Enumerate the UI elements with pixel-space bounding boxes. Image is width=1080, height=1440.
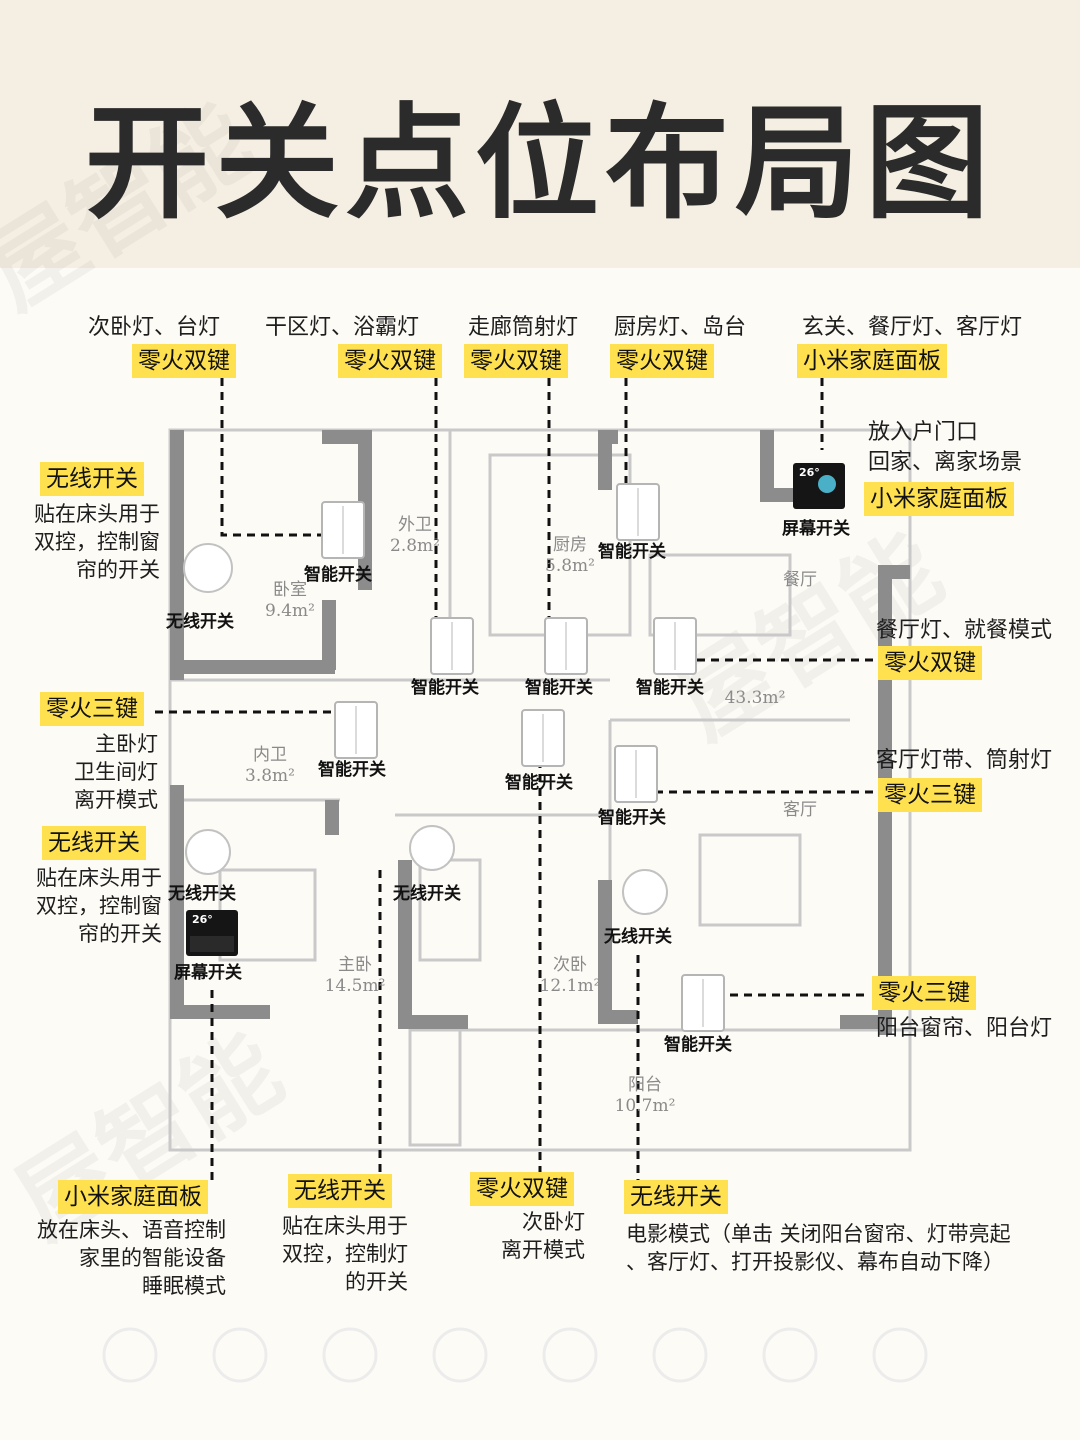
room-label: 内卫 3.8m²	[245, 745, 295, 786]
connector-lines	[155, 378, 878, 1180]
room-label: 阳台 10.7m²	[614, 1075, 676, 1116]
smart-switch-label: 智能开关	[636, 678, 704, 698]
label-tag: 零火双键	[878, 646, 982, 680]
entrance-note: 放入户门口 回家、离家场景	[868, 420, 1023, 475]
room-label: 客厅	[783, 800, 817, 820]
label-text: 走廊筒射灯	[468, 315, 579, 340]
screen-switch-label: 屏幕开关	[174, 963, 242, 983]
label-tag: 无线开关	[288, 1174, 392, 1208]
label-note: 主卧灯 卫生间灯 离开模式	[74, 732, 158, 812]
room-label: 次卧 12.1m²	[539, 955, 601, 996]
room-label: 厨房 5.8m²	[545, 535, 595, 576]
label-tag: 零火三键	[40, 692, 144, 726]
label-tag: 零火双键	[610, 344, 714, 378]
label-tag: 零火双键	[464, 344, 568, 378]
smart-switch-label: 智能开关	[505, 773, 573, 793]
label-text: 玄关、餐厅灯、客厅灯	[802, 315, 1023, 340]
smart-switch-label: 智能开关	[304, 565, 372, 585]
smart-switch-label: 智能开关	[411, 678, 479, 698]
label-note: 贴在床头用于 双控，控制窗 帘的开关	[36, 866, 162, 946]
room-label: 外卫 2.8m²	[390, 515, 440, 556]
label-tag: 零火双键	[470, 1172, 574, 1206]
screen-switch-label: 屏幕开关	[782, 519, 850, 539]
decorative-icon-row	[102, 1327, 928, 1383]
label-tag: 小米家庭面板	[797, 344, 947, 378]
label-tag: 零火双键	[338, 344, 442, 378]
label-note: 次卧灯 离开模式	[501, 1210, 585, 1262]
label-note: 贴在床头用于 双控，控制窗 帘的开关	[34, 502, 160, 582]
smart-switch-label: 智能开关	[664, 1035, 732, 1055]
switch-splits	[342, 488, 704, 1027]
label-tag: 零火三键	[872, 976, 976, 1010]
wireless-switch-label: 无线开关	[393, 884, 461, 904]
smart-switch-label: 智能开关	[525, 678, 593, 698]
entrance-tag: 小米家庭面板	[864, 482, 1014, 516]
header-band	[0, 0, 1080, 268]
screen-temp: 26°	[799, 466, 820, 479]
label-text: 阳台窗帘、阳台灯	[876, 1016, 1053, 1041]
room-label: 卧室 9.4m²	[265, 580, 315, 621]
smart-switch-label: 智能开关	[318, 760, 386, 780]
wall-segments	[170, 430, 910, 1035]
room-label: 主卧 14.5m²	[324, 955, 386, 996]
label-tag: 无线开关	[624, 1180, 728, 1214]
label-note: 电影模式（单击 关闭阳台窗帘、灯带亮起 、客厅灯、打开投影仪、幕布自动下降）	[626, 1222, 1011, 1274]
screen-temp: 26°	[192, 913, 213, 926]
label-tag: 零火三键	[878, 778, 982, 812]
label-note: 贴在床头用于 双控，控制灯 的开关	[282, 1214, 408, 1294]
wireless-switch-label: 无线开关	[604, 927, 672, 947]
label-tag: 小米家庭面板	[58, 1180, 208, 1214]
label-tag: 零火双键	[132, 344, 236, 378]
screen-panels	[186, 463, 845, 956]
smart-switch-label: 智能开关	[598, 542, 666, 562]
label-tag: 无线开关	[42, 826, 146, 860]
label-tag: 无线开关	[40, 462, 144, 496]
smart-switch-label: 智能开关	[598, 808, 666, 828]
label-text: 客厅灯带、筒射灯	[876, 748, 1053, 773]
label-text: 干区灯、浴霸灯	[265, 315, 420, 340]
label-text: 厨房灯、岛台	[614, 315, 747, 340]
label-text: 次卧灯、台灯	[88, 315, 221, 340]
wireless-switch-label: 无线开关	[168, 884, 236, 904]
wireless-round-switches	[183, 543, 668, 915]
page-title: 开关点位布局图	[84, 92, 995, 236]
room-label: 43.3m²	[724, 688, 786, 708]
room-label: 餐厅	[783, 570, 817, 590]
wireless-switch-label: 无线开关	[166, 612, 234, 632]
label-note: 放在床头、语音控制 家里的智能设备 睡眠模式	[37, 1218, 226, 1298]
label-text: 餐厅灯、就餐模式	[876, 618, 1053, 643]
